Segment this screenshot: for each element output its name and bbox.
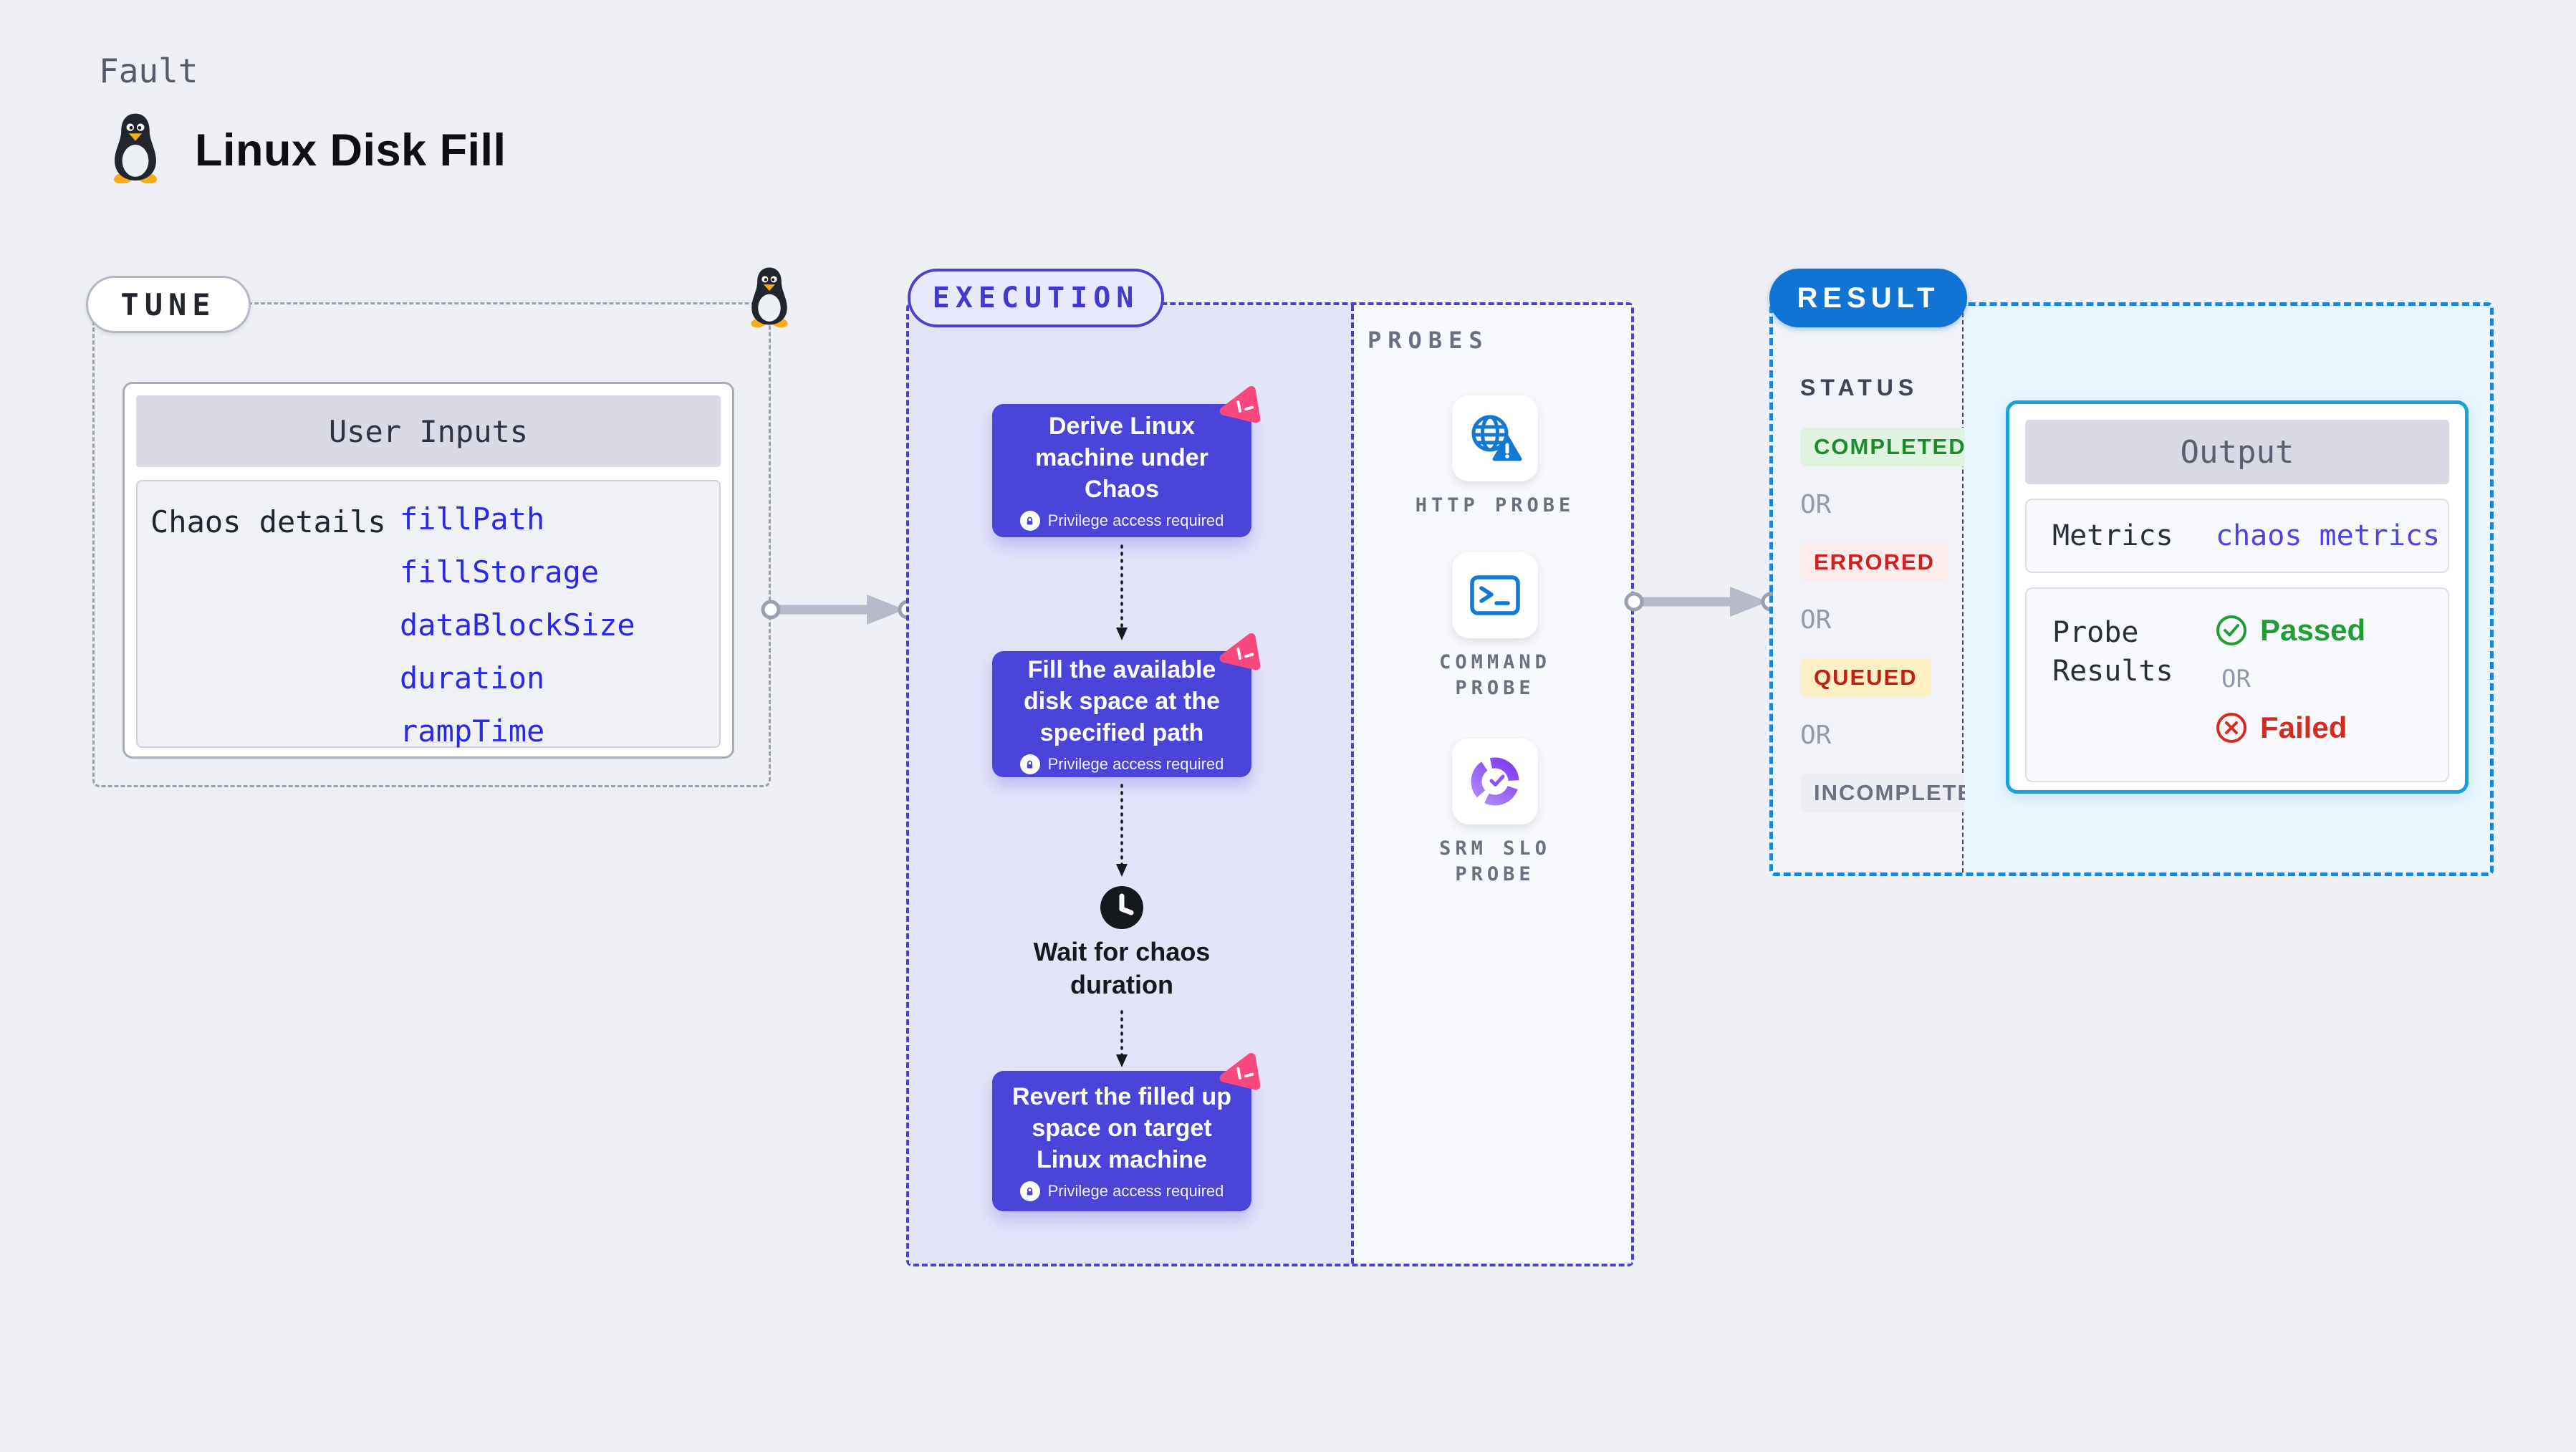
or-separator: OR	[1800, 490, 1832, 519]
metrics-row: Metrics chaos metrics	[2025, 499, 2449, 573]
dotted-arrow-icon	[1116, 784, 1128, 877]
execution-pill: EXECUTION	[908, 269, 1164, 327]
status-badge-completed: COMPLETED	[1800, 428, 1980, 466]
fault-kicker: Fault	[99, 52, 198, 90]
status-badge-queued: QUEUED	[1800, 658, 1931, 697]
privilege-row: Privilege access required	[1019, 754, 1224, 774]
input-link-datablocksize[interactable]: dataBlockSize	[400, 607, 635, 643]
or-separator: OR	[1800, 605, 1832, 635]
command-probe-card	[1452, 552, 1538, 638]
step-title: Fill the available disk space at the spe…	[1023, 656, 1220, 746]
step-title: Derive Linux machine under Chaos	[1035, 413, 1208, 503]
slo-donut-icon	[1471, 757, 1519, 806]
wait-duration-label: Wait for chaos duration	[1033, 937, 1211, 999]
status-badge-errored: ERRORED	[1800, 543, 1949, 582]
probe-results-label: Probe Results	[2052, 616, 2173, 688]
failed-row: Failed	[2216, 711, 2365, 745]
privilege-row: Privilege access required	[1019, 1181, 1224, 1201]
input-link-ramptime[interactable]: rampTime	[400, 713, 545, 749]
arrow-right-icon	[1624, 587, 1781, 617]
or-separator: OR	[2221, 665, 2251, 693]
privilege-label: Privilege access required	[1047, 755, 1224, 773]
privilege-label: Privilege access required	[1047, 511, 1224, 529]
dotted-arrow-icon	[1116, 1010, 1128, 1067]
srm-slo-probe-card	[1452, 739, 1538, 824]
step-derive-machine: Derive Linux machine under Chaos Privile…	[992, 385, 1261, 537]
chaos-details-label: Chaos details	[150, 504, 386, 539]
result-section: STATUS COMPLETED OR ERRORED OR QUEUED OR…	[1769, 302, 2494, 876]
x-circle-icon	[2216, 713, 2246, 743]
tux-icon	[114, 113, 157, 183]
step-fill-disk: Fill the available disk space at the spe…	[992, 633, 1261, 777]
arrow-right-icon	[761, 595, 918, 625]
terminal-icon	[1470, 575, 1520, 615]
status-panel: STATUS COMPLETED OR ERRORED OR QUEUED OR…	[1773, 306, 2005, 872]
tux-icon	[751, 267, 788, 328]
input-link-fillstorage[interactable]: fillStorage	[400, 554, 600, 590]
passed-row: Passed	[2216, 613, 2365, 648]
step-revert-space: Revert the filled up space on target Lin…	[992, 1052, 1261, 1211]
output-panel: Output Metrics chaos metrics Probe Resul…	[1965, 306, 2490, 872]
user-inputs-card: User Inputs Chaos details fillPath fillS…	[122, 382, 734, 759]
metrics-label: Metrics	[2052, 519, 2173, 552]
output-header: Output	[2025, 420, 2449, 484]
tune-section	[92, 302, 771, 787]
privilege-label: Privilege access required	[1047, 1182, 1224, 1200]
output-card: Output Metrics chaos metrics Probe Resul…	[2006, 400, 2469, 794]
input-link-duration[interactable]: duration	[400, 660, 545, 696]
privilege-row: Privilege access required	[1019, 511, 1224, 531]
dotted-arrow-icon	[1116, 544, 1128, 640]
lock-icon	[1019, 1181, 1040, 1201]
srm-slo-probe-label: SRM SLO PROBE	[1439, 837, 1551, 885]
probes-heading: PROBES	[1368, 327, 1489, 354]
page-title: Linux Disk Fill	[195, 125, 506, 176]
lock-icon	[1019, 511, 1040, 531]
litmus-chaos-icon	[1219, 385, 1261, 423]
passed-label: Passed	[2260, 613, 2366, 647]
http-probe-card	[1452, 395, 1538, 481]
clock-icon	[1100, 886, 1143, 929]
check-circle-icon	[2216, 615, 2246, 645]
tune-pill: TUNE	[86, 276, 251, 333]
failed-label: Failed	[2260, 711, 2347, 744]
user-inputs-header: User Inputs	[136, 395, 721, 467]
or-separator: OR	[1800, 721, 1832, 750]
globe-warning-icon	[1471, 415, 1522, 461]
user-inputs-body: Chaos details fillPath fillStorage dataB…	[136, 480, 721, 749]
http-probe-label: HTTP PROBE	[1415, 494, 1575, 516]
execution-section: Derive Linux machine under Chaos Privile…	[906, 302, 1634, 1266]
result-pill: RESULT	[1769, 269, 1967, 327]
litmus-chaos-icon	[1219, 1052, 1261, 1090]
lock-icon	[1019, 754, 1040, 774]
status-heading: STATUS	[1800, 375, 1919, 400]
command-probe-label: COMMAND PROBE	[1439, 651, 1551, 699]
input-link-fillpath[interactable]: fillPath	[400, 501, 545, 537]
probe-results-row: Probe Results Passed OR	[2025, 587, 2449, 782]
chaos-metrics-link[interactable]: chaos metrics	[2216, 519, 2441, 552]
litmus-chaos-icon	[1219, 633, 1261, 670]
step-title: Revert the filled up space on target Lin…	[1011, 1083, 1232, 1173]
